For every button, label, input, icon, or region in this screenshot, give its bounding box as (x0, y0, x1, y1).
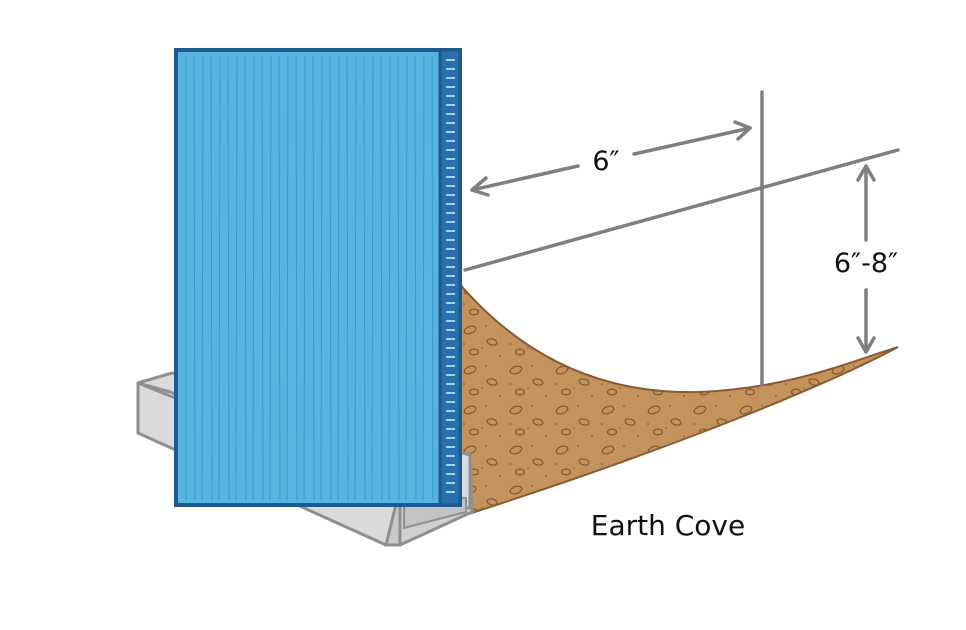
arrow-up-icon (856, 164, 876, 182)
dimension-lines (463, 90, 900, 387)
arrow-left-icon (470, 176, 490, 197)
dimension-arrowheads (470, 120, 876, 354)
wall-panel (174, 48, 462, 507)
earth-cove-mound (448, 279, 899, 522)
width-dimension-right-line (632, 126, 752, 156)
earth-cove-caption: Earth Cove (591, 509, 745, 542)
width-dimension-label: 6″ (592, 146, 619, 177)
width-dimension-left-line (470, 164, 580, 192)
height-dimension-label: 6″-8″ (834, 248, 898, 279)
arrow-right-icon (733, 120, 752, 141)
reference-line (463, 148, 900, 272)
arrow-down-icon (856, 336, 876, 354)
